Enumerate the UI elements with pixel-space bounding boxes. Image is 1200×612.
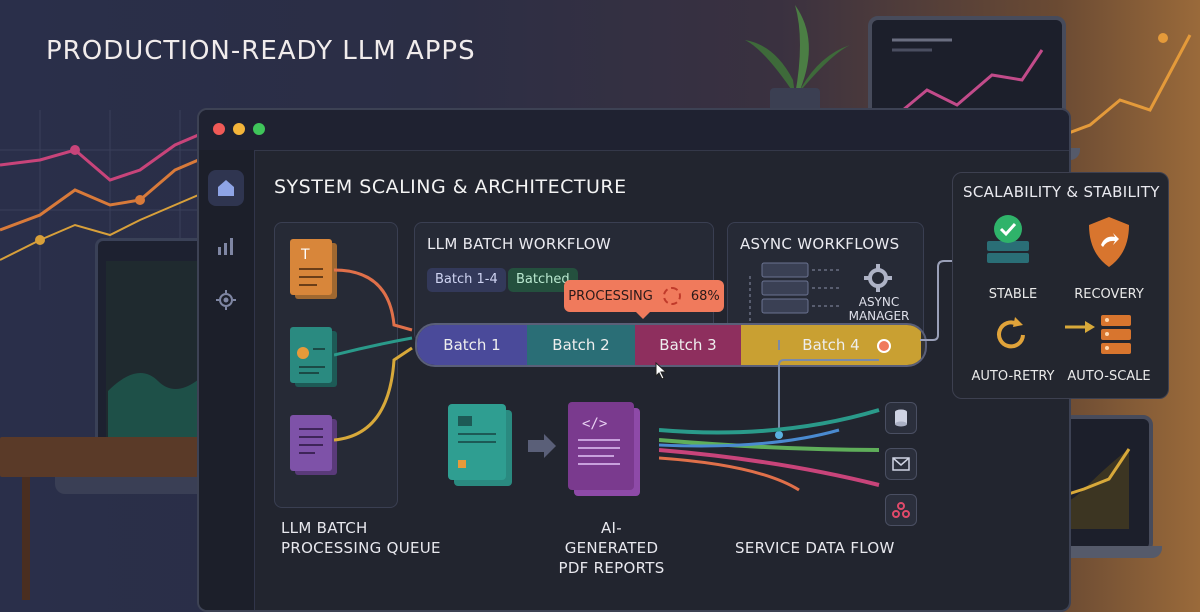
chart-document-icon — [290, 327, 337, 387]
list-document-icon — [290, 415, 337, 475]
mouse-cursor-icon — [655, 362, 668, 380]
source-document-icon — [448, 404, 512, 486]
pipeline-segment-batch-1[interactable]: Batch 1 — [417, 325, 527, 365]
auto-retry-label: AUTO-RETRY — [971, 369, 1055, 384]
webhook-icon[interactable] — [885, 494, 917, 526]
processing-percent: 68% — [690, 288, 720, 304]
queue-flow-arrows — [334, 268, 413, 442]
scalability-title: SCALABILITY & STABILITY — [963, 183, 1160, 201]
pipeline-segment-batch-4[interactable]: Batch 4 — [741, 325, 921, 365]
async-manager-label: ASYNC MANAGER — [848, 295, 910, 323]
page-title: SYSTEM SCALING & ARCHITECTURE — [274, 176, 627, 198]
service-flow-label: SERVICE DATA FLOW — [735, 539, 895, 557]
window-titlebar — [199, 110, 1069, 151]
headline: PRODUCTION-READY LLM APPS — [46, 36, 476, 66]
service-data-flow-lines — [659, 340, 880, 492]
background-line-chart — [0, 110, 210, 290]
recovery-label: RECOVERY — [1074, 287, 1144, 302]
gear-icon[interactable] — [208, 282, 244, 318]
maximize-window-button[interactable] — [253, 123, 265, 135]
bar-chart-icon[interactable] — [208, 228, 244, 264]
pdf-report-icon: </> — [568, 402, 640, 496]
scalability-panel: SCALABILITY & STABILITY STABLE RECOVERY … — [952, 172, 1169, 399]
pdf-generation-icons: </> — [448, 402, 640, 496]
spinner-icon — [662, 287, 681, 305]
processing-tooltip: PROCESSING 68% — [564, 280, 724, 319]
async-workflows-panel: ASYNC WORKFLOWS ASYNC MANAGER — [727, 222, 924, 342]
app-window: SYSTEM SCALING & ARCHITECTURE T — [197, 108, 1071, 612]
minimize-window-button[interactable] — [233, 123, 245, 135]
home-icon[interactable] — [208, 170, 244, 206]
queue-label: LLM BATCH PROCESSING QUEUE — [281, 519, 441, 557]
pipeline-endpoint-dot — [877, 339, 891, 353]
stable-label: STABLE — [988, 287, 1038, 302]
database-icon[interactable] — [885, 402, 917, 434]
svg-text:T: T — [300, 247, 310, 263]
batch-pipeline: Batch 1 Batch 2 Batch 3 Batch 4 — [415, 323, 927, 367]
desk — [0, 437, 215, 477]
retry-icon — [997, 317, 1025, 349]
server-stack-icon — [1101, 315, 1131, 354]
shield-icon — [1089, 217, 1129, 267]
pipeline-segment-batch-2[interactable]: Batch 2 — [527, 325, 635, 365]
check-stack-icon — [987, 215, 1029, 263]
plant-icon — [745, 5, 850, 95]
background-trend-chart — [1050, 33, 1192, 142]
text-document-icon: T — [290, 239, 337, 299]
pipeline-segment-batch-3[interactable]: Batch 3 — [635, 325, 741, 365]
arrow-right-icon — [1065, 321, 1095, 333]
batch-workflow-title: LLM BATCH WORKFLOW — [427, 235, 612, 253]
batch-range-chip[interactable]: Batch 1-4 — [427, 268, 506, 292]
async-manager-gear-icon — [864, 264, 892, 292]
svg-text:</>: </> — [582, 416, 607, 432]
mail-icon[interactable] — [885, 448, 917, 480]
server-queue-icon — [749, 262, 840, 321]
processing-label: PROCESSING — [568, 288, 653, 304]
sidebar — [199, 150, 255, 610]
reports-label: AI-GENERATED PDF REPORTS — [558, 519, 665, 577]
async-workflows-title: ASYNC WORKFLOWS — [740, 235, 900, 253]
close-window-button[interactable] — [213, 123, 225, 135]
auto-scale-label: AUTO-SCALE — [1067, 369, 1151, 384]
